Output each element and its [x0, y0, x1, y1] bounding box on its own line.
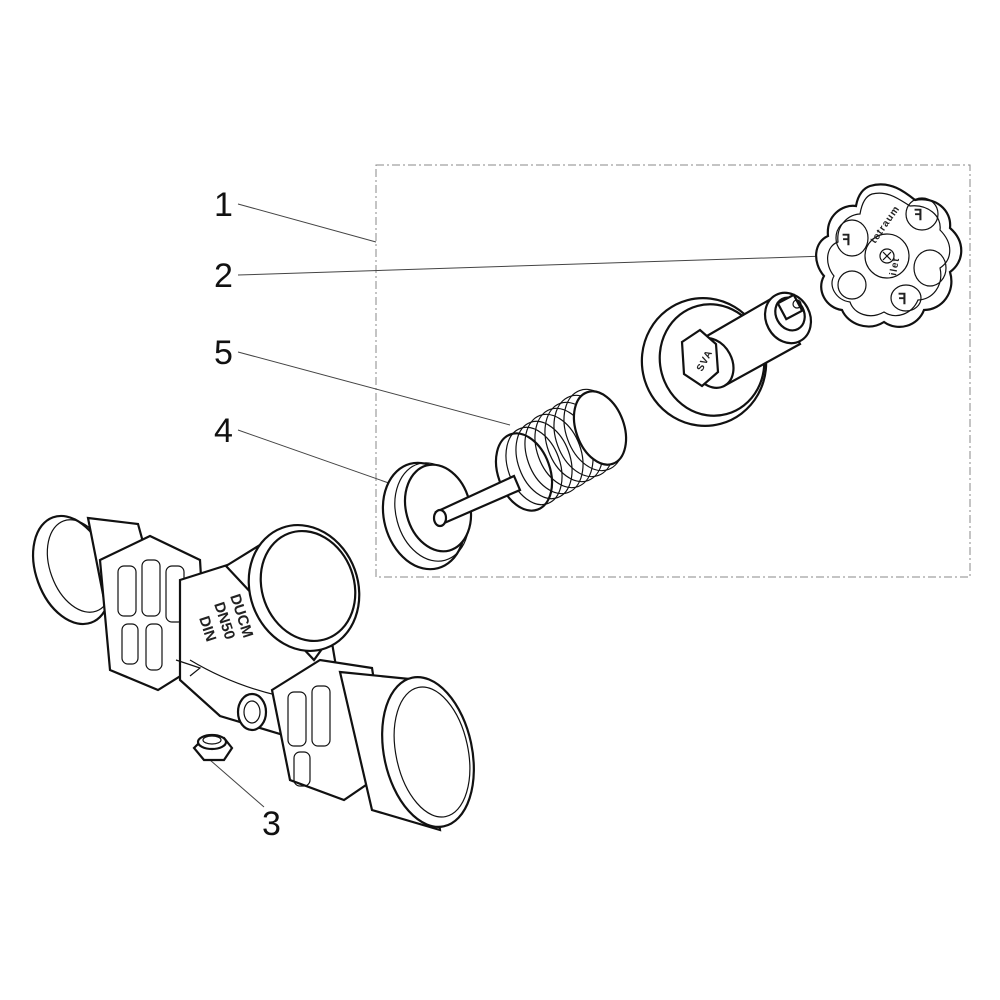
logo-glyph: ꟻ [914, 207, 923, 224]
callout-1: 1 [214, 186, 233, 224]
handwheel-brand-suffix: ilet [888, 256, 902, 276]
callout-3: 3 [262, 805, 281, 843]
assembly-group-boundary [375, 164, 971, 578]
callout-4: 4 [214, 412, 233, 450]
valve-disc-part [381, 461, 522, 571]
callout-2: 2 [214, 257, 233, 295]
spring-part [494, 388, 628, 512]
drain-plug-part [192, 733, 234, 762]
logo-glyph: ꟻ [898, 291, 907, 308]
valve-body-part: DUCM DN50 DIN [32, 514, 475, 832]
bonnet-stem-part: SVA [640, 291, 813, 427]
callout-5: 5 [214, 334, 233, 372]
logo-glyph: ꟻ [842, 232, 851, 249]
handwheel-part: ꟻ ꟻ ꟻ tetraum ilet [815, 183, 963, 328]
